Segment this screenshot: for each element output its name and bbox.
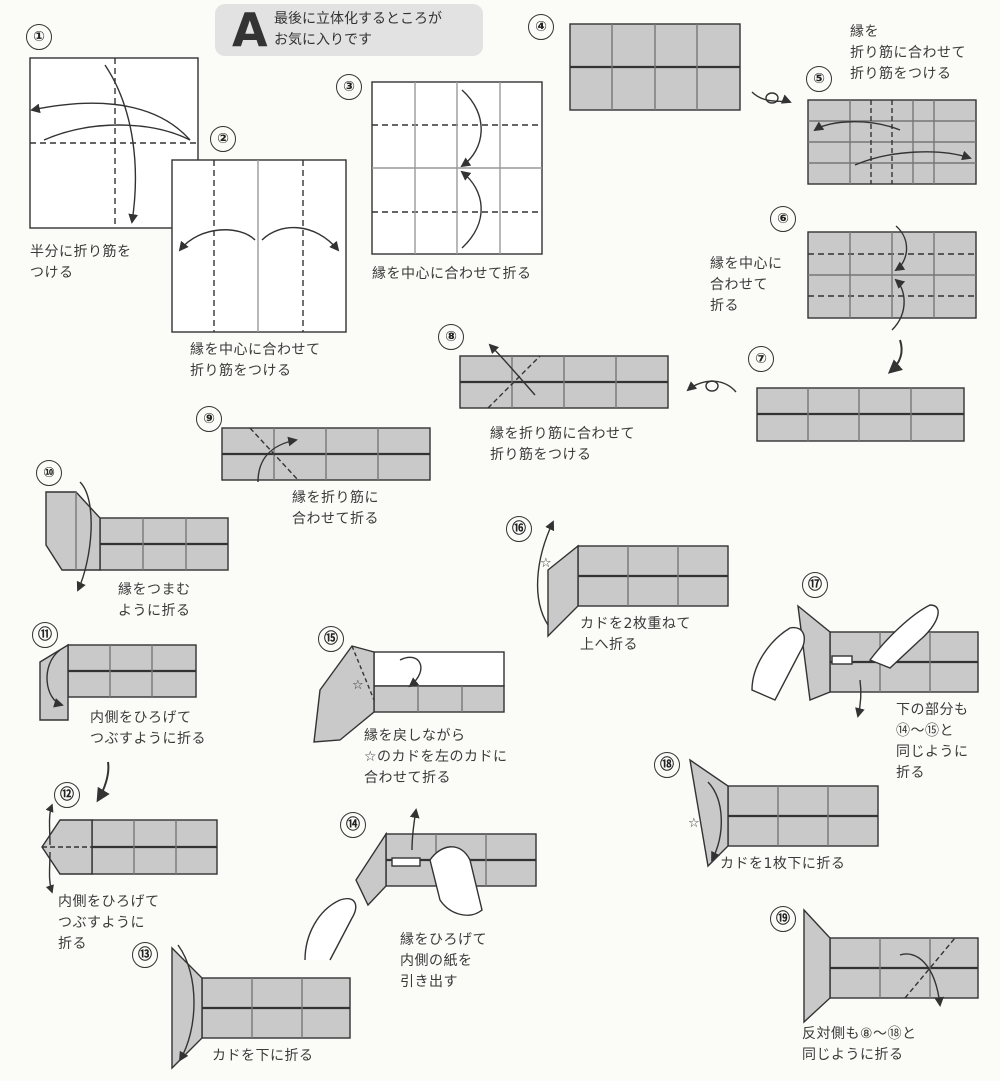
- step-number-17: ⑰: [802, 572, 828, 598]
- step-number-7: ⑦: [748, 346, 774, 372]
- step-number-3: ③: [336, 74, 362, 100]
- star-marker-18: ☆: [688, 816, 700, 831]
- step-19-paper: [804, 910, 978, 1022]
- step-number-6: ⑥: [770, 206, 796, 232]
- step-9-paper: [222, 428, 430, 482]
- step-number-5: ⑤: [806, 66, 832, 92]
- step-11-caption: 内側をひろげて つぶすように折る: [90, 708, 206, 750]
- step-12-paper: [42, 805, 217, 892]
- step-number-19: ⑲: [770, 906, 796, 932]
- star-marker-15: ☆: [352, 678, 364, 693]
- step-16-caption: カドを2枚重ねて 上へ折る: [580, 614, 691, 656]
- step-number-11: ⑪: [32, 622, 58, 648]
- step-13-caption: カドを下に折る: [212, 1046, 314, 1067]
- step-6-paper: [808, 226, 976, 372]
- step-17-caption: 下の部分も ⑭〜⑮と 同じように 折る: [896, 700, 969, 784]
- step-number-10: ⑩: [36, 460, 62, 486]
- step-number-15: ⑮: [318, 626, 344, 652]
- step-18-paper: [690, 760, 878, 866]
- step-number-9: ⑨: [196, 406, 222, 432]
- step-3-paper: [372, 82, 542, 254]
- step-8-caption: 縁を折り筋に合わせて 折り筋をつける: [490, 424, 635, 466]
- step-14-caption: 縁をひろげて 内側の紙を 引き出す: [400, 930, 487, 993]
- step-9-caption: 縁を折り筋に 合わせて折る: [292, 488, 379, 530]
- step-5-caption: 縁を 折り筋に合わせて 折り筋をつける: [850, 22, 966, 85]
- step-number-1: ①: [26, 24, 52, 50]
- step-number-16: ⑯: [506, 516, 532, 542]
- step-number-18: ⑱: [654, 752, 680, 778]
- step-number-8: ⑧: [438, 324, 464, 350]
- step-4-paper: [570, 24, 790, 110]
- step-number-4: ④: [528, 14, 554, 40]
- step-10-caption: 縁をつまむ ように折る: [118, 580, 191, 622]
- step-19-caption: 反対側も⑧〜⑱と 同じように折る: [802, 1024, 917, 1066]
- step-8-paper: [460, 345, 668, 408]
- star-marker-16: ☆: [540, 556, 552, 571]
- step-6-caption: 縁を中心に 合わせて 折る: [710, 254, 783, 317]
- step-2-paper: [172, 160, 346, 332]
- step-2-caption: 縁を中心に合わせて 折り筋をつける: [190, 340, 321, 382]
- step-number-2: ②: [210, 126, 236, 152]
- step-18-caption: カドを1枚下に折る: [720, 854, 845, 875]
- step-15-caption: 縁を戻しながら ☆のカドを左のカドに 合わせて折る: [364, 726, 508, 789]
- step-5-paper: [808, 100, 976, 184]
- step-1-caption: 半分に折り筋を つける: [30, 242, 132, 284]
- step-number-14: ⑭: [340, 812, 366, 838]
- step-number-12: ⑫: [54, 782, 80, 808]
- step-7-paper: [688, 381, 964, 441]
- step-12-caption: 内側をひろげて つぶすように 折る: [58, 892, 160, 955]
- step-10-paper: [46, 482, 228, 590]
- step-3-caption: 縁を中心に合わせて折る: [372, 264, 532, 285]
